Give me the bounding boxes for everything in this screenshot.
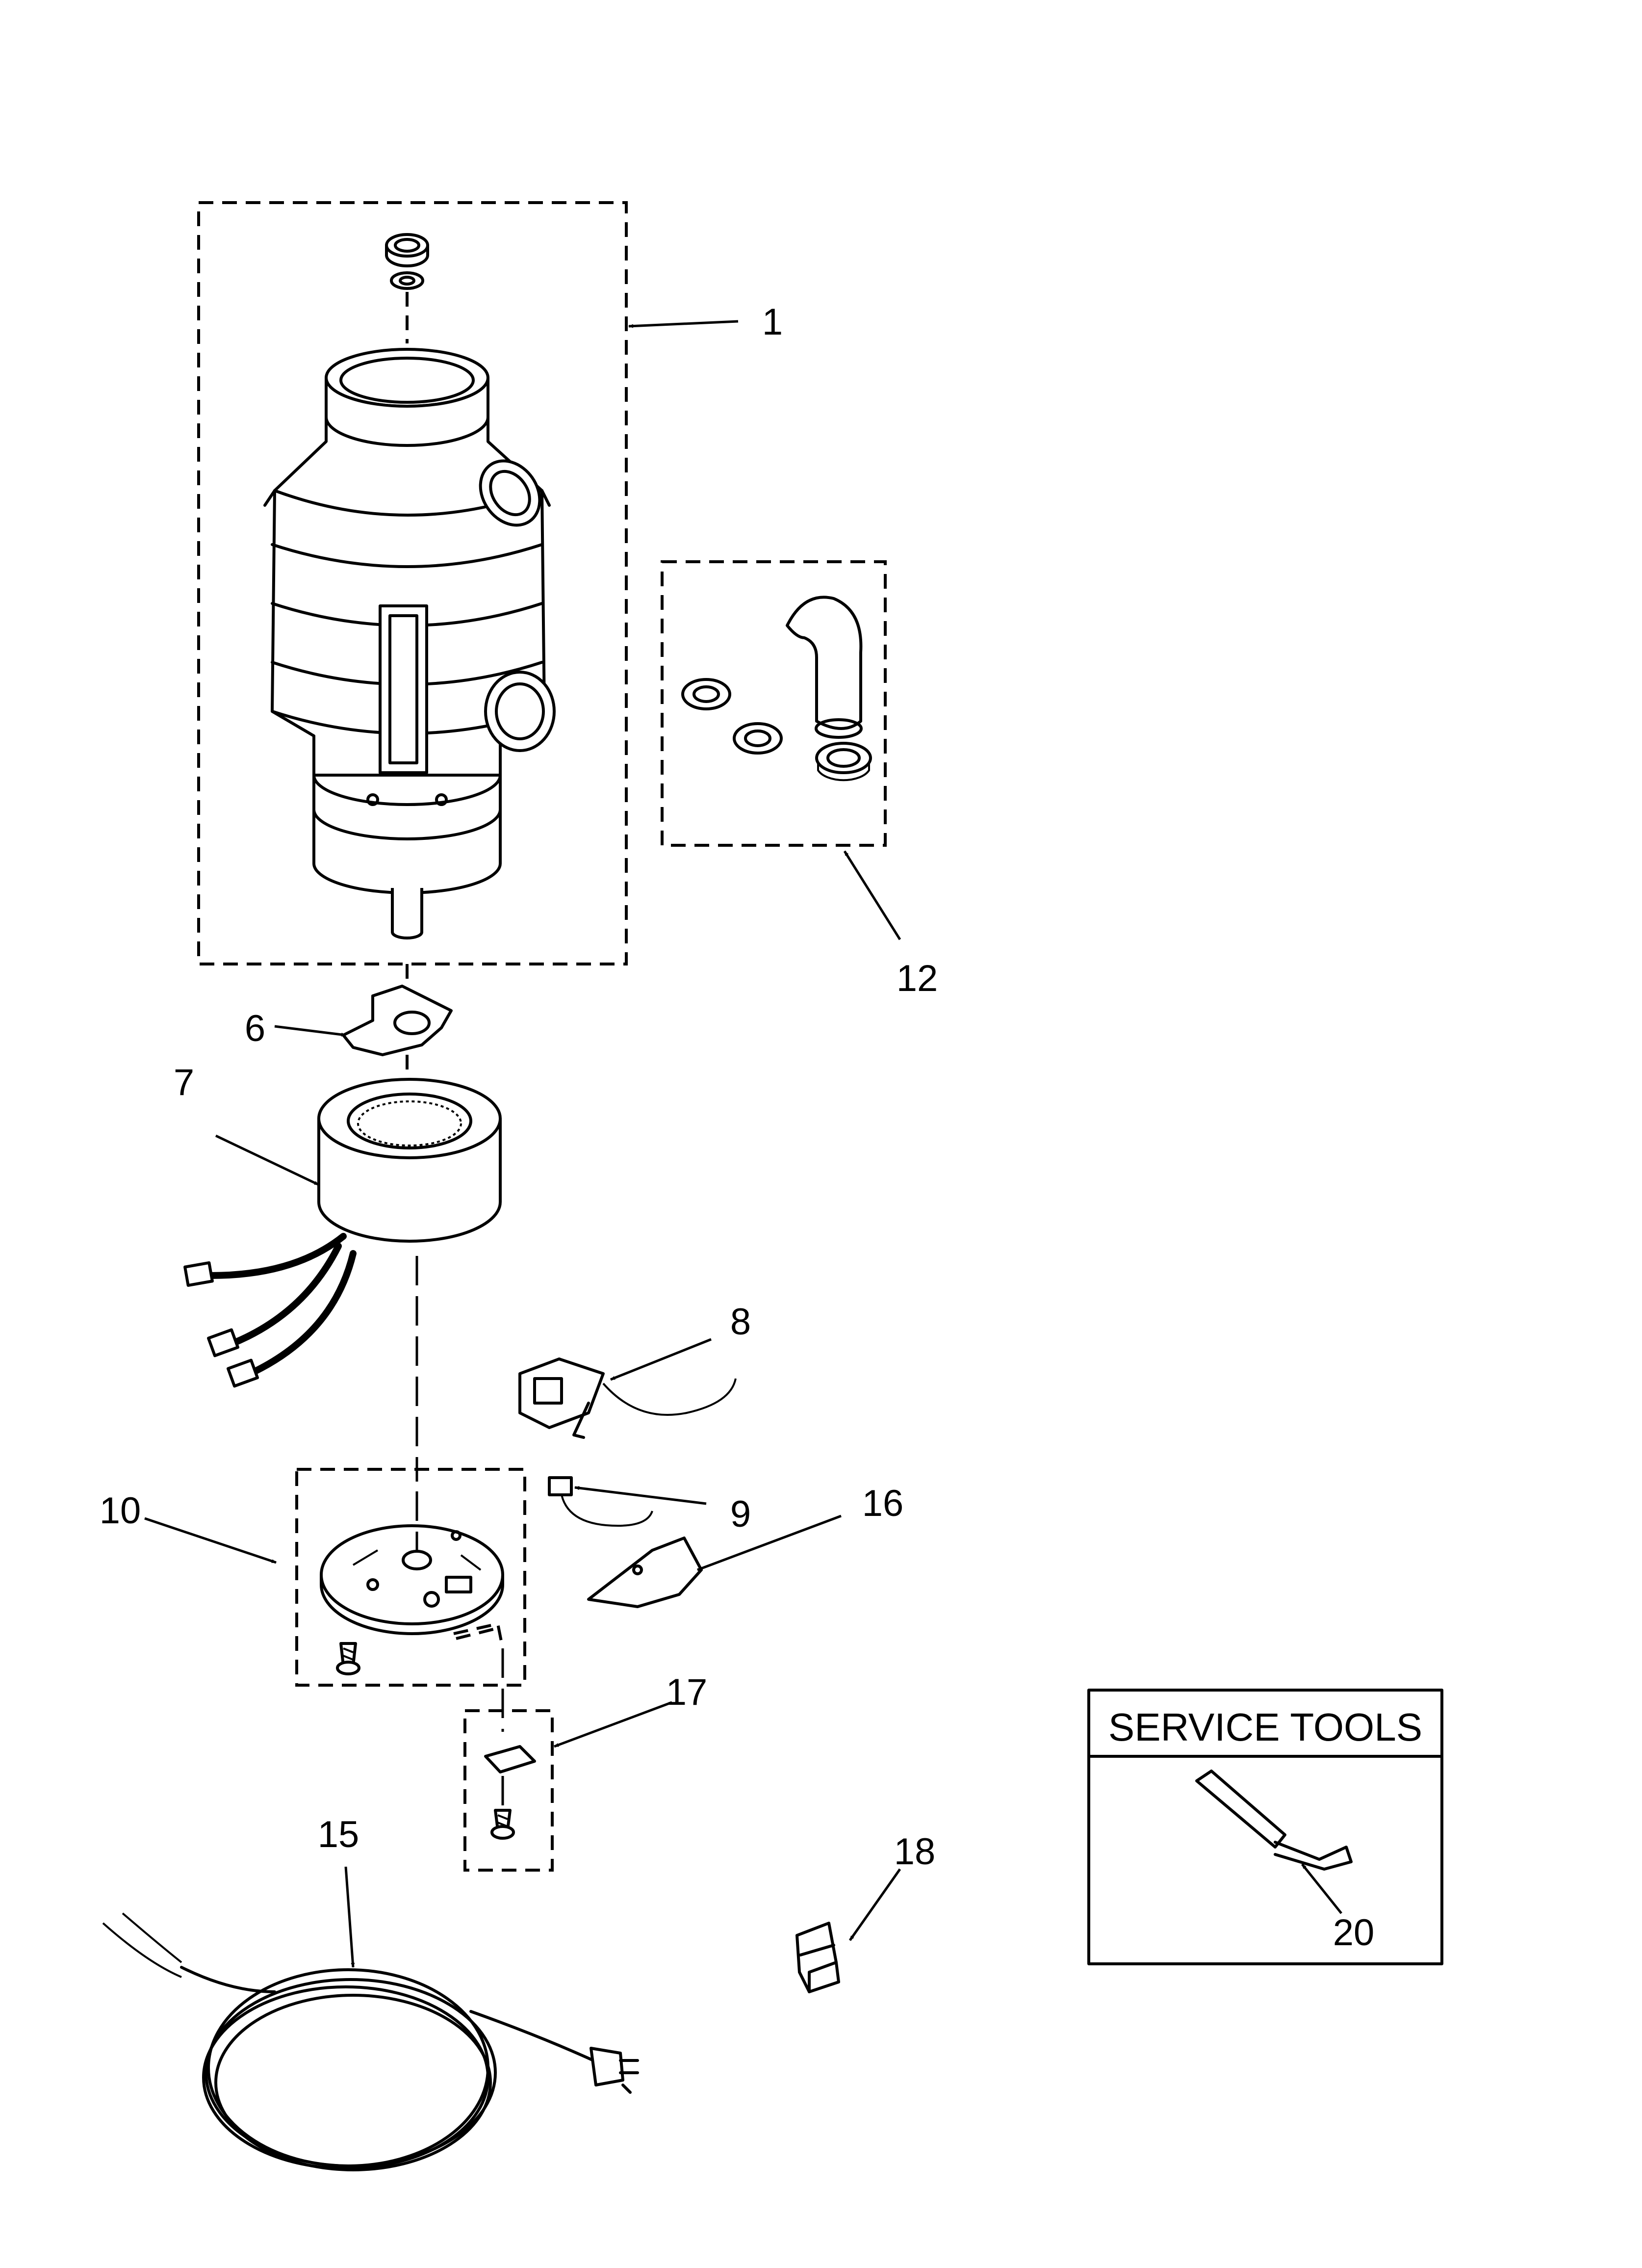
callout-16: 16 <box>862 1483 904 1524</box>
housing-group-box <box>197 201 628 965</box>
part-15-power-cord <box>102 1912 639 2171</box>
top-washer <box>390 271 424 290</box>
threaded-nut <box>815 742 872 782</box>
plate-screw <box>336 1642 360 1675</box>
part-16-shield <box>587 1537 703 1608</box>
callout-7: 7 <box>174 1062 194 1103</box>
plug <box>590 2047 639 2094</box>
callout-12: 12 <box>897 958 938 999</box>
part-6-bracket <box>342 964 453 1087</box>
part-7-stator <box>183 1078 502 1482</box>
callout-20: 20 <box>1333 1912 1375 1954</box>
part-20-wrench <box>1195 1770 1353 1871</box>
top-bushing <box>385 233 429 267</box>
callout-15: 15 <box>318 1814 359 1855</box>
disposer-housing <box>263 348 556 939</box>
callout-8: 8 <box>730 1301 751 1343</box>
cover-plate-group <box>463 1709 554 1872</box>
drain-elbow <box>786 596 863 739</box>
callout-17: 17 <box>666 1671 708 1713</box>
service-tools-panel: SERVICE TOOLS <box>1087 1689 1443 1965</box>
leader-lines <box>144 320 1342 1968</box>
service-tools-title: SERVICE TOOLS <box>1108 1705 1422 1749</box>
part-8-switch <box>518 1357 737 1439</box>
drain-kit <box>661 560 887 847</box>
mounting-plate-box <box>295 1468 526 1687</box>
callout-labels: 1 12 6 7 8 9 16 10 17 15 18 20 <box>100 301 1375 1954</box>
callout-10: 10 <box>100 1490 141 1532</box>
cover-screw <box>490 1809 515 1840</box>
mounting-plate-group <box>295 1468 526 1732</box>
cover-plate-box <box>463 1709 554 1872</box>
housing-assembly <box>197 201 628 965</box>
part-18-clip <box>795 1922 840 1993</box>
callout-6: 6 <box>245 1008 265 1049</box>
callout-9: 9 <box>730 1493 751 1535</box>
part-9-connector <box>548 1476 653 1527</box>
gasket-middle <box>733 722 783 755</box>
drain-kit-box <box>661 560 887 847</box>
callout-18: 18 <box>894 1831 936 1873</box>
callout-1: 1 <box>762 301 783 343</box>
gasket-left <box>681 678 731 710</box>
